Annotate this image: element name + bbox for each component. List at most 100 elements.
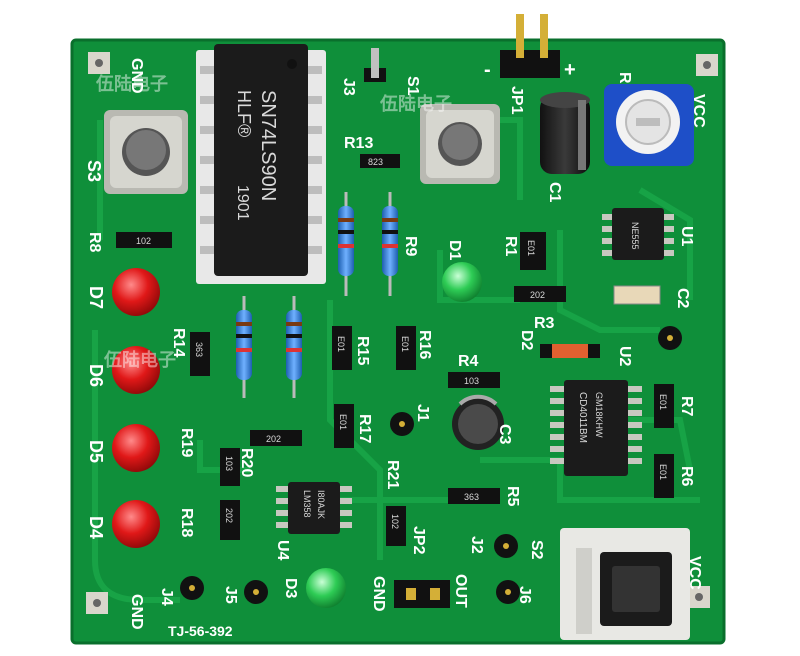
- label-r21: R21: [384, 460, 401, 489]
- led-d5: [112, 424, 160, 472]
- ic-u1: NE555: [602, 208, 674, 260]
- ic-main-text-1: SN74LS90N: [257, 90, 279, 201]
- label-brand-c: 伍陆电子: [103, 349, 176, 370]
- label-s1: S1: [404, 76, 421, 96]
- label-out: OUT: [452, 574, 469, 608]
- resistors-through-hole: [236, 192, 398, 398]
- switch-s3: [104, 110, 188, 194]
- label-r13: R13: [344, 135, 373, 152]
- led-d1: [442, 262, 482, 302]
- ic-u4-text-1: LM358: [302, 490, 312, 518]
- led-d3: [306, 568, 346, 608]
- label-rp: R: [616, 72, 633, 84]
- label-u4: U4: [274, 540, 291, 561]
- label-r16: R16: [416, 330, 433, 359]
- label-j5: J5: [222, 586, 239, 604]
- ic-u4-text-2: I80AJK: [316, 490, 326, 519]
- label-j1: J1: [414, 404, 431, 422]
- label-s3: S3: [84, 160, 104, 182]
- capacitor-c1: [540, 92, 590, 174]
- label-r19: R19: [178, 428, 195, 457]
- label-r1: R1: [502, 236, 519, 257]
- label-r5: R5: [504, 486, 521, 507]
- ic-u2-text-2: GM18KHW: [594, 392, 604, 438]
- led-d4: [112, 500, 160, 548]
- label-r8: R8: [86, 232, 103, 253]
- label-jp2: JP2: [410, 526, 427, 555]
- led-d6: [112, 346, 160, 394]
- label-gnd-jp2: GND: [370, 576, 387, 612]
- smd-code-r5: 363: [464, 492, 479, 502]
- smd-code-r3: 202: [530, 290, 545, 300]
- label-j2: J2: [468, 536, 485, 554]
- label-d5: D5: [86, 440, 106, 463]
- smd-code-r7: E01: [658, 394, 668, 410]
- label-gnd-bottom: GND: [128, 594, 145, 630]
- label-plus: +: [564, 59, 576, 81]
- smd-code-r1: E01: [526, 240, 536, 256]
- label-u2: U2: [616, 346, 633, 367]
- label-j4: J4: [158, 588, 175, 606]
- smd-code-r6: E01: [658, 464, 668, 480]
- smd-code-r13: 823: [368, 157, 383, 167]
- smd-code-r8: 102: [136, 236, 151, 246]
- smd-code-r18: 202: [224, 508, 234, 523]
- mounting-holes: [86, 52, 718, 614]
- label-c2: C2: [674, 288, 691, 309]
- ic-u1-text: NE555: [630, 222, 640, 250]
- potentiometer: [604, 84, 694, 166]
- label-c3: C3: [496, 424, 513, 445]
- led-d7: [112, 268, 160, 316]
- label-d6: D6: [86, 364, 106, 387]
- silkscreen-labels: GND S3 R8 D7 R14 D6 D5 R19 R20 D4 R18 U4…: [84, 58, 707, 639]
- smd-code-r16: E01: [400, 336, 410, 352]
- label-r7: R7: [678, 396, 695, 417]
- ic-main-text-3: 1901: [234, 185, 251, 221]
- ic-u4: LM358 I80AJK: [276, 482, 352, 534]
- smd-parts: 823 102 E01 202 363 E01 E01 103 E01 E01 …: [116, 154, 674, 546]
- label-r4: R4: [458, 353, 479, 370]
- label-r6: R6: [678, 466, 695, 487]
- ic-sn74ls90n: SN74LS90N HLF® 1901: [196, 44, 326, 284]
- label-jp1: JP1: [508, 86, 525, 115]
- label-minus: -: [484, 59, 491, 81]
- label-r15: R15: [354, 336, 371, 365]
- smd-code-r4: 103: [464, 376, 479, 386]
- label-gnd-top: GND: [128, 58, 145, 94]
- switch-s1: [420, 104, 500, 184]
- label-vcc-top: VCC: [690, 94, 707, 128]
- label-d3: D3: [282, 578, 299, 599]
- label-j3: J3: [340, 78, 357, 96]
- label-r3: R3: [534, 315, 555, 332]
- power-switch: [560, 528, 690, 640]
- label-brand-b: 伍陆电子: [379, 93, 452, 114]
- smd-code-r19: 202: [266, 434, 281, 444]
- label-c1: C1: [546, 182, 563, 203]
- label-brand-a: 伍陆电子: [95, 73, 168, 94]
- label-r18: R18: [178, 508, 195, 537]
- label-r17: R17: [356, 414, 373, 443]
- header-jp1: [500, 14, 560, 78]
- label-r20: R20: [238, 448, 255, 477]
- label-d2: D2: [518, 330, 535, 351]
- label-r14: R14: [170, 328, 187, 357]
- ic-u2: CD4011BM GM18KHW: [550, 380, 642, 476]
- label-r9: R9: [402, 236, 419, 257]
- label-u1: U1: [678, 226, 695, 247]
- label-d4: D4: [86, 516, 106, 539]
- smd-code-r17: E01: [338, 414, 348, 430]
- smd-code-r21: 102: [390, 514, 400, 529]
- label-d7: D7: [86, 286, 106, 309]
- ic-u2-text-1: CD4011BM: [577, 392, 588, 443]
- label-s2: S2: [528, 540, 545, 560]
- smd-code-r15: E01: [336, 336, 346, 352]
- label-j6: J6: [516, 586, 533, 604]
- jumpers: [180, 326, 682, 604]
- header-jp2: [394, 580, 450, 608]
- ic-main-text-2: HLF®: [234, 90, 254, 137]
- label-vcc-bottom: VCC: [686, 556, 703, 590]
- header-j3: [364, 48, 386, 82]
- smd-code-r14: 363: [194, 342, 204, 357]
- label-d1: D1: [446, 240, 463, 261]
